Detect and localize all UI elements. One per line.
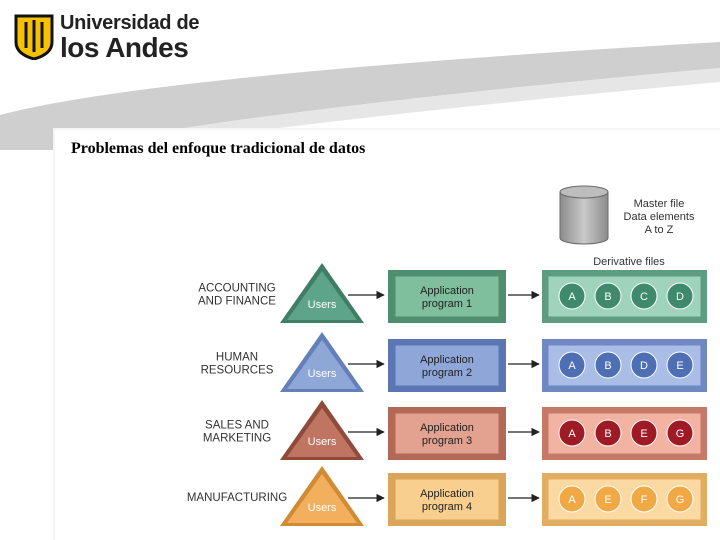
users-triangle-icon: Users bbox=[280, 466, 364, 526]
users-triangle-icon: Users bbox=[280, 263, 364, 323]
data-element-label: E bbox=[676, 360, 683, 372]
department-label: MANUFACTURING bbox=[187, 492, 287, 504]
data-element-circle bbox=[666, 485, 694, 513]
data-element-label: D bbox=[676, 291, 684, 303]
data-element-label: D bbox=[640, 360, 648, 372]
department-label: SALES AND bbox=[205, 420, 269, 432]
program-label: Application bbox=[420, 488, 474, 500]
data-element-circle bbox=[594, 485, 622, 513]
program-label: program 3 bbox=[422, 435, 472, 447]
program-label: Application bbox=[420, 285, 474, 297]
data-element-label: G bbox=[676, 428, 685, 440]
derivative-files-label: Derivative files bbox=[593, 256, 665, 268]
logo-line-2: los Andes bbox=[60, 32, 189, 63]
department-label: HUMAN bbox=[216, 352, 258, 364]
data-element-circle bbox=[630, 282, 658, 310]
data-element-circle bbox=[558, 351, 586, 379]
data-element-label: E bbox=[640, 428, 647, 440]
data-element-circle bbox=[594, 351, 622, 379]
master-file: Master file Data elements A to Z bbox=[559, 185, 695, 245]
users-label: Users bbox=[308, 436, 337, 448]
data-element-circle bbox=[630, 419, 658, 447]
university-shield-icon bbox=[14, 14, 54, 60]
master-range-label: A to Z bbox=[645, 224, 674, 236]
data-element-label: F bbox=[641, 494, 648, 506]
program-label: program 1 bbox=[422, 298, 472, 310]
derivative-file-box: A B C D bbox=[542, 270, 707, 323]
data-element-circle bbox=[630, 485, 658, 513]
users-label: Users bbox=[308, 368, 337, 380]
logo-line-1: Universidad de bbox=[60, 12, 200, 34]
users-label: Users bbox=[308, 502, 337, 514]
program-label: Application bbox=[420, 422, 474, 434]
data-element-label: C bbox=[640, 291, 648, 303]
users-triangle-icon: Users bbox=[280, 400, 364, 460]
data-element-label: A bbox=[568, 428, 576, 440]
data-element-label: A bbox=[568, 494, 576, 506]
data-element-circle bbox=[666, 419, 694, 447]
department-label: MARKETING bbox=[203, 433, 271, 445]
data-element-label: B bbox=[604, 360, 611, 372]
program-label: program 2 bbox=[422, 367, 472, 379]
master-data-elements-label: Data elements bbox=[624, 211, 695, 223]
data-element-circle bbox=[594, 419, 622, 447]
data-element-circle bbox=[558, 485, 586, 513]
users-triangle-icon: Users bbox=[280, 332, 364, 392]
data-element-label: E bbox=[604, 494, 611, 506]
slide-title: Problemas del enfoque tradicional de dat… bbox=[71, 140, 366, 157]
data-element-circle bbox=[558, 282, 586, 310]
program-label: Application bbox=[420, 354, 474, 366]
data-element-label: G bbox=[676, 494, 685, 506]
program-label: program 4 bbox=[422, 501, 472, 513]
data-element-label: A bbox=[568, 360, 576, 372]
department-label: AND FINANCE bbox=[198, 296, 276, 308]
data-element-label: A bbox=[568, 291, 576, 303]
data-element-circle bbox=[594, 282, 622, 310]
data-element-circle bbox=[666, 351, 694, 379]
data-element-label: B bbox=[604, 428, 611, 440]
master-file-cylinder-icon bbox=[559, 191, 609, 245]
master-file-label: Master file bbox=[634, 198, 685, 210]
users-label: Users bbox=[308, 299, 337, 311]
department-label: ACCOUNTING bbox=[198, 283, 275, 295]
department-label: RESOURCES bbox=[201, 365, 274, 377]
data-element-circle bbox=[630, 351, 658, 379]
data-element-circle bbox=[558, 419, 586, 447]
university-logo: Universidad de los Andes bbox=[14, 12, 199, 63]
data-element-circle bbox=[666, 282, 694, 310]
data-element-label: B bbox=[604, 291, 611, 303]
